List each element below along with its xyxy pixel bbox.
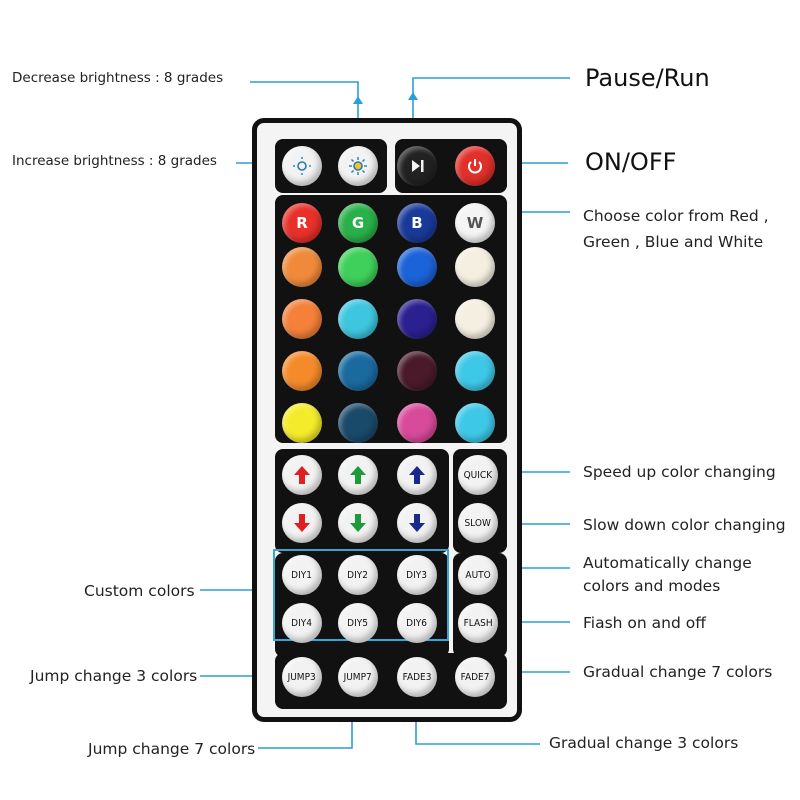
diy5-button[interactable]: DIY5 [338, 603, 378, 643]
diy6-button[interactable]: DIY6 [397, 603, 437, 643]
flash-button[interactable]: FLASH [458, 603, 498, 643]
arrow-down-green-icon [350, 514, 366, 532]
jump3-button[interactable]: JUMP3 [282, 657, 322, 697]
red-up-button[interactable] [282, 455, 322, 495]
label-custom-colors: Custom colors [84, 582, 195, 600]
label-pause-run: Pause/Run [585, 64, 710, 92]
color-button-r4-c4[interactable] [455, 403, 495, 443]
label-decrease-brightness: Decrease brightness : 8 grades [12, 70, 224, 86]
white-button[interactable]: W [455, 203, 495, 243]
label-gradual3: Gradual change 3 colors [549, 734, 739, 752]
blue-up-button[interactable] [397, 455, 437, 495]
green-button[interactable]: G [338, 203, 378, 243]
color-button-r2-c4[interactable] [455, 299, 495, 339]
label-on-off: ON/OFF [585, 148, 677, 176]
red-button[interactable]: R [282, 203, 322, 243]
label-auto-1: Automatically change [583, 554, 752, 572]
label-speed-up: Speed up color changing [583, 463, 776, 481]
quick-button[interactable]: QUICK [458, 455, 498, 495]
arrow-down-blue-icon [409, 514, 425, 532]
color-button-r3-c1[interactable] [282, 351, 322, 391]
label-auto-2: colors and modes [583, 577, 721, 595]
blue-button[interactable]: B [397, 203, 437, 243]
diy4-button[interactable]: DIY4 [282, 603, 322, 643]
color-button-r2-c2[interactable] [338, 299, 378, 339]
color-button-r4-c3[interactable] [397, 403, 437, 443]
color-button-r1-c1[interactable] [282, 247, 322, 287]
jump7-button[interactable]: JUMP7 [338, 657, 378, 697]
brightness-down-button[interactable] [282, 146, 322, 186]
arrow-up-red-icon [294, 466, 310, 484]
arrow-up-blue-icon [409, 466, 425, 484]
diy2-button[interactable]: DIY2 [338, 555, 378, 595]
arrow-up-green-icon [350, 466, 366, 484]
red-down-button[interactable] [282, 503, 322, 543]
label-gradual7: Gradual change 7 colors [583, 663, 773, 681]
label-flash: Fiash on and off [583, 614, 706, 632]
power-button[interactable] [455, 146, 495, 186]
diy3-button[interactable]: DIY3 [397, 555, 437, 595]
diy1-button[interactable]: DIY1 [282, 555, 322, 595]
color-button-r1-c3[interactable] [397, 247, 437, 287]
slow-button[interactable]: SLOW [458, 503, 498, 543]
fade7-button[interactable]: FADE7 [455, 657, 495, 697]
pause-run-button[interactable] [397, 146, 437, 186]
remote-control: R G B W QUICK SLOW DIY1 DIY2 DIY3 DIY4 D… [252, 118, 522, 722]
color-button-r1-c2[interactable] [338, 247, 378, 287]
label-increase-brightness: Increase brightness : 8 grades [12, 153, 217, 169]
color-button-r2-c1[interactable] [282, 299, 322, 339]
green-down-button[interactable] [338, 503, 378, 543]
green-up-button[interactable] [338, 455, 378, 495]
label-jump7: Jump change 7 colors [88, 740, 256, 758]
auto-button[interactable]: AUTO [458, 555, 498, 595]
brightness-up-button[interactable] [338, 146, 378, 186]
label-slow-down: Slow down color changing [583, 516, 786, 534]
color-button-r1-c4[interactable] [455, 247, 495, 287]
color-button-r3-c3[interactable] [397, 351, 437, 391]
color-button-r2-c3[interactable] [397, 299, 437, 339]
play-pause-icon [412, 160, 424, 172]
label-choose-color-1: Choose color from Red , [583, 207, 769, 225]
sun-bright-icon [349, 157, 367, 175]
sun-dim-icon [293, 157, 311, 175]
color-button-r3-c4[interactable] [455, 351, 495, 391]
blue-down-button[interactable] [397, 503, 437, 543]
arrow-down-red-icon [294, 514, 310, 532]
color-button-r4-c2[interactable] [338, 403, 378, 443]
label-jump3: Jump change 3 colors [30, 667, 198, 685]
color-button-r4-c1[interactable] [282, 403, 322, 443]
power-icon [468, 159, 482, 174]
label-choose-color-2: Green , Blue and White [583, 233, 764, 251]
fade3-button[interactable]: FADE3 [397, 657, 437, 697]
color-button-r3-c2[interactable] [338, 351, 378, 391]
